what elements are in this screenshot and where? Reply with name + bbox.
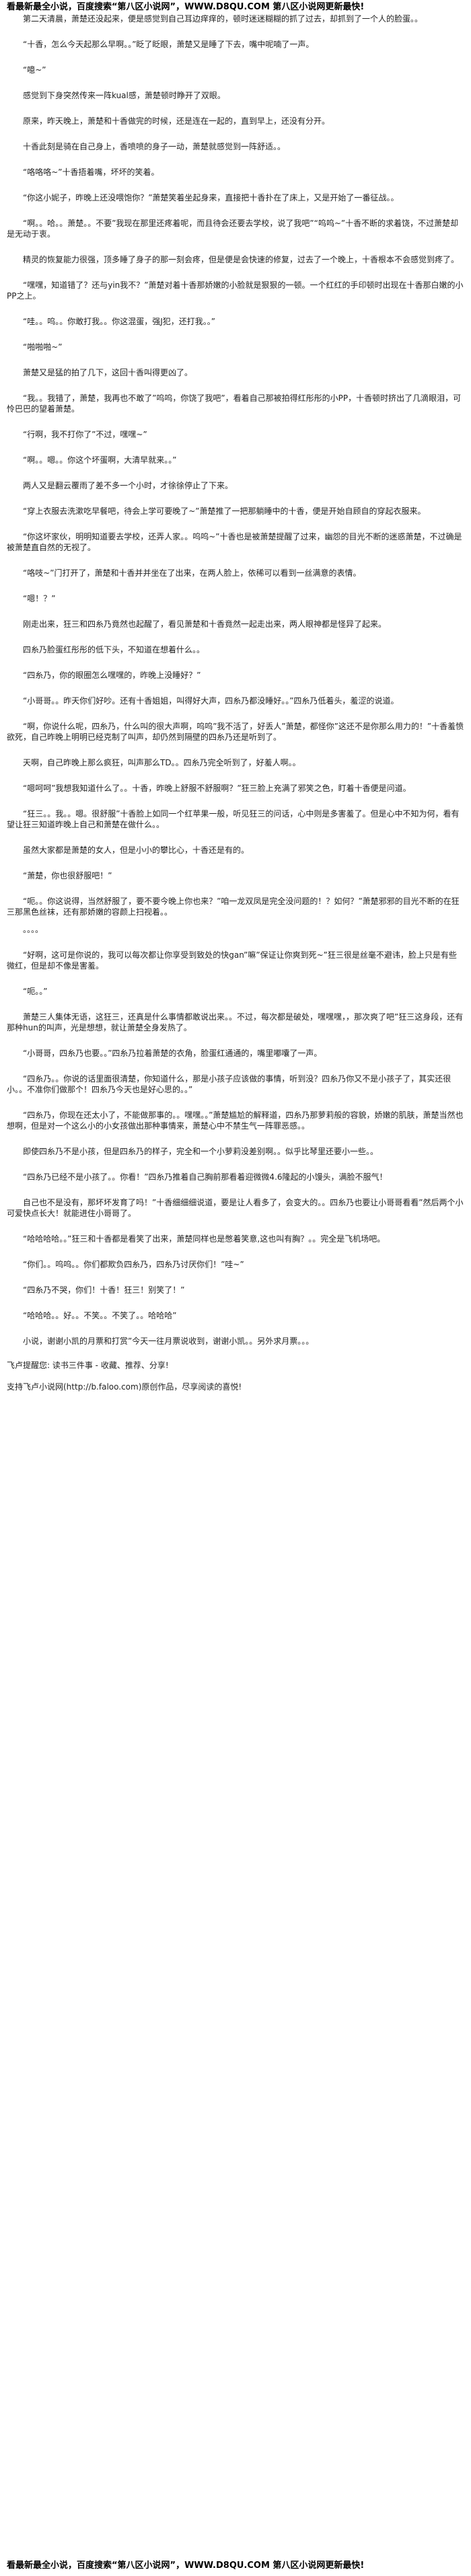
paragraph: 原来，昨天晚上，萧楚和十香做完的时候，还是连在一起的，直到早上，还没有分开。 [7, 116, 330, 126]
paragraph: “哇。。呜。。你敢打我。。你这混蛋，强J犯，还打我。。” [7, 317, 215, 326]
paragraph: “哈哈哈。。好。。不笑。。不笑了。。哈哈哈” [7, 1311, 177, 1320]
paragraph: “咯咯咯~”十香捂着嘴，坏坏的笑着。 [7, 167, 159, 177]
chapter-footer: 飞卢提醒您: 读书三件事 - 收藏、推荐、分享! 支持飞卢小说网(http://b… [7, 1360, 464, 1392]
paragraph: 即使四糸乃不是小孩，但是四糸乃的样子，完全和一个小萝莉没差别啊。。似乎比琴里还要… [7, 1147, 379, 1156]
paragraph: “四糸乃已经不是小孩了。。你看！”四糸乃推着自己胸前那看着迎微微4.6隆起的小馒… [7, 1172, 388, 1182]
paragraph: “啪啪啪~” [7, 342, 63, 352]
paragraph: 刚走出来，狂三和四糸乃竟然也起醒了，看见萧楚和十香竟然一起走出来，两人眼神都是怪… [7, 619, 387, 629]
paragraph: “四糸乃不哭，你们！十香！狂三！别笑了！” [7, 1285, 185, 1295]
paragraph: “穿上衣服去洗漱吃早餐吧，待会上学可要晚了~”萧楚推了一把那躺睡中的十香，便是开… [7, 506, 426, 516]
paragraph: “嗯呵呵”我想我知道什么了。。十香，昨晚上舒服不舒服啊？”狂三脸上充满了邪笑之色… [7, 784, 411, 793]
chapter-content: 第二天清晨，萧楚还没起来，便是感觉到自己耳边痒痒的，顿时迷迷糊糊的抓了过去，却抓… [7, 13, 464, 1347]
paragraph: “小哥哥，四糸乃也要。。”四糸乃拉着萧楚的衣角，脸蛋红通通的，嘴里嘟囔了一声。 [7, 1049, 322, 1058]
paragraph: “四糸乃。。你说的话里面很清楚，你知道什么，那是小孩子应该做的事情，听到没？四糸… [7, 1074, 451, 1094]
paragraph: 四糸乃脸蛋红彤彤的低下头，不知道在想着什么。。 [7, 645, 205, 654]
bottom-banner: 看最新最全小说，百度搜索“第八区小说网”，WWW.D8QU.COM 第八区小说网… [7, 2561, 365, 2571]
paragraph: 天啊，自己昨晚上那么疯狂，叫声那么TD。。四糸乃完全听到了，好羞人啊。。 [7, 758, 301, 767]
paragraph: “萧楚，你也很舒服吧！” [7, 871, 112, 880]
paragraph: “好啊，这可是你说的，我可以每次都让你享受到致处的快gan”嘛”保证让你爽到死~… [7, 950, 457, 971]
paragraph: “嘿嘿，知道错了？还与yin我不？”萧楚对着十香那娇嫩的小脸就是狠狠的一顿。一个… [7, 280, 464, 301]
paragraph: “啊。。嗯。。你这个坏蛋啊，大清早就来。。” [7, 455, 177, 465]
paragraph: 萧楚三人集体无语，这狂三，还真是什么事情都敢说出来。。不过，每次都是破处，嘿嘿嘿… [7, 1012, 464, 1032]
paragraph: 小说，谢谢小凯的月票和打赏”今天一往月票说收到，谢谢小凯。。另外求月票。。。 [7, 1336, 314, 1346]
paragraph: “我。。我错了，萧楚，我再也不敢了”呜呜，你饶了我吧”，看着自己那被拍得红彤彤的… [7, 393, 462, 414]
paragraph: 萧楚又是猛的拍了几下，这回十香叫得更凶了。 [7, 368, 193, 377]
paragraph: 精灵的恢复能力很强，顶多睡了身子的那一刻会疼，但是便是会快速的修复，过去了一个晚… [7, 255, 460, 264]
paragraph: 感觉到下身突然传来一阵kual感，萧楚顿时睁开了双眼。 [7, 91, 225, 100]
paragraph: “啊。。哈。。萧楚。。不要”我现在那里还疼着呢，而且待会还要去学校，说了我吧”“… [7, 219, 459, 239]
paragraph: “你这坏家伙，明明知道要去学校，还弄人家。。呜呜~”十香也是被萧楚提醒了过来，幽… [7, 532, 462, 552]
paragraph: “咯吱~”门打开了，萧楚和十香并并坐在了出来，在两人脸上，依稀可以看到一丝满意的… [7, 568, 361, 578]
paragraph: “小哥哥。。昨天你们好吵。还有十香姐姐，叫得好大声，四糸乃都没睡好。。”四糸乃低… [7, 696, 399, 706]
paragraph: 第二天清晨，萧楚还没起来，便是感觉到自己耳边痒痒的，顿时迷迷糊糊的抓了过去，却抓… [7, 14, 423, 24]
paragraph: 十香此刻是骑在自己身上，香喷喷的身子一动，萧楚就感觉到一阵舒适。。 [7, 142, 286, 151]
paragraph: “狂三。。我。。嗯。很舒服”十香脸上如同一个红苹果一般，听见狂三的问话，心中则是… [7, 809, 460, 829]
paragraph: 。。。。 [7, 925, 44, 934]
paragraph: 两人又是翻云覆雨了差不多一个小时，才徐徐停止了下来。 [7, 481, 233, 490]
paragraph: “哈哈哈哈。。”狂三和十香都是看笑了出来，萧楚同样也是憋着笑意,这也叫有胸？。。… [7, 1234, 386, 1244]
paragraph: “噫~” [7, 65, 46, 75]
reading-tip: 飞卢提醒您: 读书三件事 - 收藏、推荐、分享! [7, 1361, 169, 1370]
paragraph: 自己也不是没有，那坏坏发育了吗！”十香细细细说道，要是让人看多了，会变大的。。四… [7, 1198, 464, 1218]
paragraph: “行啊，我不打你了”不过，嘿嘿~” [7, 430, 147, 439]
paragraph: “四糸乃，你的眼圈怎么嘿嘿的，昨晚上没睡好？” [7, 671, 201, 680]
paragraph: “呃。。你这说得，当然舒服了，要不要今晚上你也来？”咱一龙双凤是完全没问题的！？… [7, 897, 460, 917]
support-note: 支持飞卢小说网(http://b.faloo.com)原创作品，尽享阅读的喜悦! [7, 1382, 242, 1392]
paragraph: 虽然大家都是萧楚的女人，但是小小的攀比心，十香还是有的。 [7, 845, 250, 855]
paragraph: “十香，怎么今天起那么早啊。。”眨了眨眼，萧楚又是睡了下去，嘴中呢喃了一声。 [7, 40, 314, 49]
paragraph: “啊，你说什么呢，四糸乃，什么叫的很大声啊，呜呜”我不活了，好丢人”萧楚，都怪你… [7, 722, 464, 742]
paragraph: “嗯！？” [7, 594, 56, 603]
paragraph: “你们。。呜呜。。你们都欺负四糸乃，四糸乃讨厌你们！”哇~” [7, 1260, 244, 1269]
paragraph: “你这小妮子，昨晚上还没喂饱你？”萧楚笑着坐起身来，直接把十香扑在了床上，又是开… [7, 193, 399, 202]
paragraph: “呃。。” [7, 987, 48, 996]
novel-page: 看最新最全小说，百度搜索“第八区小说网”，WWW.D8QU.COM 第八区小说网… [7, 2, 464, 1392]
top-banner: 看最新最全小说，百度搜索“第八区小说网”，WWW.D8QU.COM 第八区小说网… [7, 2, 365, 12]
paragraph: “四糸乃，你现在还太小了，不能做那事的。。嘿嘿。。”萧楚尴尬的解释道，四糸乃那萝… [7, 1110, 464, 1131]
